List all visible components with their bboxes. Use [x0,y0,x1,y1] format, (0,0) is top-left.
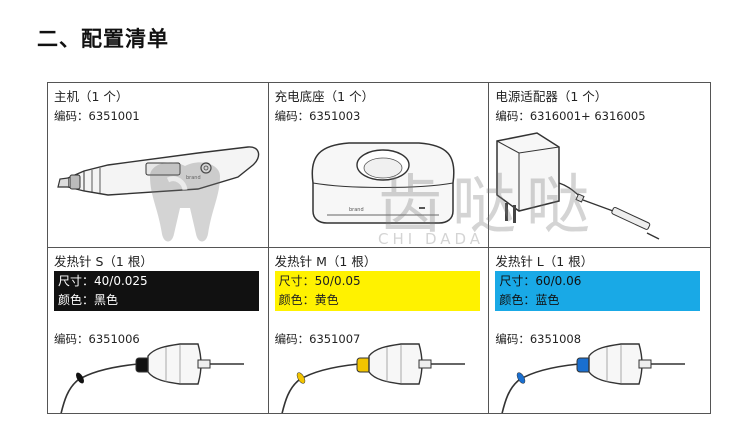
item-code: 编码：6316001+ 6316005 [495,109,646,123]
page-title: 二、配置清单 [37,27,169,51]
svg-text:brand: brand [186,175,201,181]
charging-base-illustration: brand [311,142,455,224]
power-adapter-illustration [496,132,660,240]
item-code: 编码：6351006 [54,332,140,346]
size-color-band-yellow: 尺寸：50/0.05 颜色：黄色 [274,271,480,311]
item-size: 尺寸：50/0.05 [278,274,361,288]
heating-tip-illustration [501,343,686,413]
color-ring [76,372,84,384]
item-color: 颜色：黄色 [278,293,339,307]
cell-handpiece: 主机（1 个） 编码：6351001 brand [48,83,269,248]
handpiece-illustration: brand [57,146,260,196]
item-name: 充电底座（1 个） [274,89,375,104]
item-name: 发热针 M（1 根） [274,254,377,269]
item-name: 主机（1 个） [54,89,129,104]
item-name: 电源适配器（1 个） [495,89,608,104]
configuration-table: 主机（1 个） 编码：6351001 brand 充电底座（1 个） 编码：63… [47,82,711,414]
size-color-band-black: 尺寸：40/0.025 颜色：黑色 [54,271,259,311]
item-code: 编码：6351003 [274,109,361,123]
cell-heating-tip-m: 发热针 M（1 根） 尺寸：50/0.05 颜色：黄色 编码：6351007 [269,248,490,413]
heating-tip-illustration [281,343,465,413]
item-name: 发热针 L（1 根） [495,254,594,269]
item-color: 颜色：蓝色 [499,293,560,307]
cell-heating-tip-s: 发热针 S（1 根） 尺寸：40/0.025 颜色：黑色 编码：6351006 [48,248,269,413]
size-color-band-blue: 尺寸：60/0.06 颜色：蓝色 [495,271,701,311]
item-size: 尺寸：60/0.06 [499,274,582,288]
cell-power-adapter: 电源适配器（1 个） 编码：6316001+ 6316005 [489,83,710,248]
cell-heating-tip-l: 发热针 L（1 根） 尺寸：60/0.06 颜色：蓝色 编码：6351008 [489,248,710,413]
svg-text:brand: brand [349,207,364,213]
heating-tip-illustration [60,343,244,413]
item-code: 编码：6351007 [274,332,361,346]
color-ring [517,372,526,384]
cell-charging-base: 充电底座（1 个） 编码：6351003 brand [268,83,490,248]
color-ring [296,372,305,384]
item-size: 尺寸：40/0.025 [58,274,148,288]
item-name: 发热针 S（1 根） [54,254,153,269]
item-code: 编码：6351001 [54,109,140,123]
item-code: 编码：6351008 [495,332,582,346]
item-color: 颜色：黑色 [58,293,119,307]
